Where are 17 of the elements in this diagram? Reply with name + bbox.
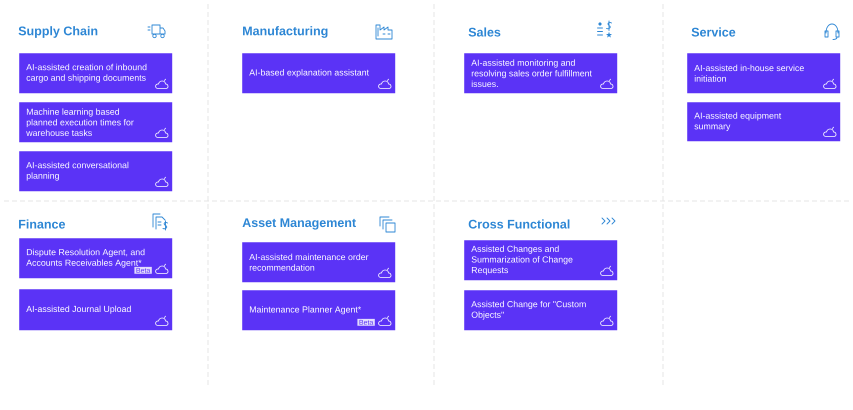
feature-card: Assisted Change for "Custom Objects" [464,290,618,330]
section-heading: Service [692,27,736,37]
feature-card: AI-assisted in-house service initiation [687,53,840,94]
feature-card: AI-based explanation assistant [242,53,396,94]
feature-card: Assisted Changes and Summarization of Change Requests [464,240,618,280]
section-heading: Sales [468,27,500,37]
section-heading: Finance [19,219,66,229]
feature-card: AI-assisted equipment summary [687,102,840,142]
feature-card: Machine learning based planned execution times for warehouse tasks [19,102,172,142]
section-heading: Asset Management [242,218,356,230]
section-heading: Supply Chain [18,26,98,38]
feature-card: AI-assisted Journal Upload [19,289,172,330]
feature-card: AI-assisted monitoring and resolving sales order fulfillment issues. [464,53,618,94]
feature-card: AI-assisted creation of inbound cargo and shipping documents [19,53,172,94]
feature-card: AI-assisted maintenance order recommendation [242,242,396,282]
section-heading: Manufacturing [243,26,328,38]
feature-card: AI-assisted conversational planning [19,151,172,192]
